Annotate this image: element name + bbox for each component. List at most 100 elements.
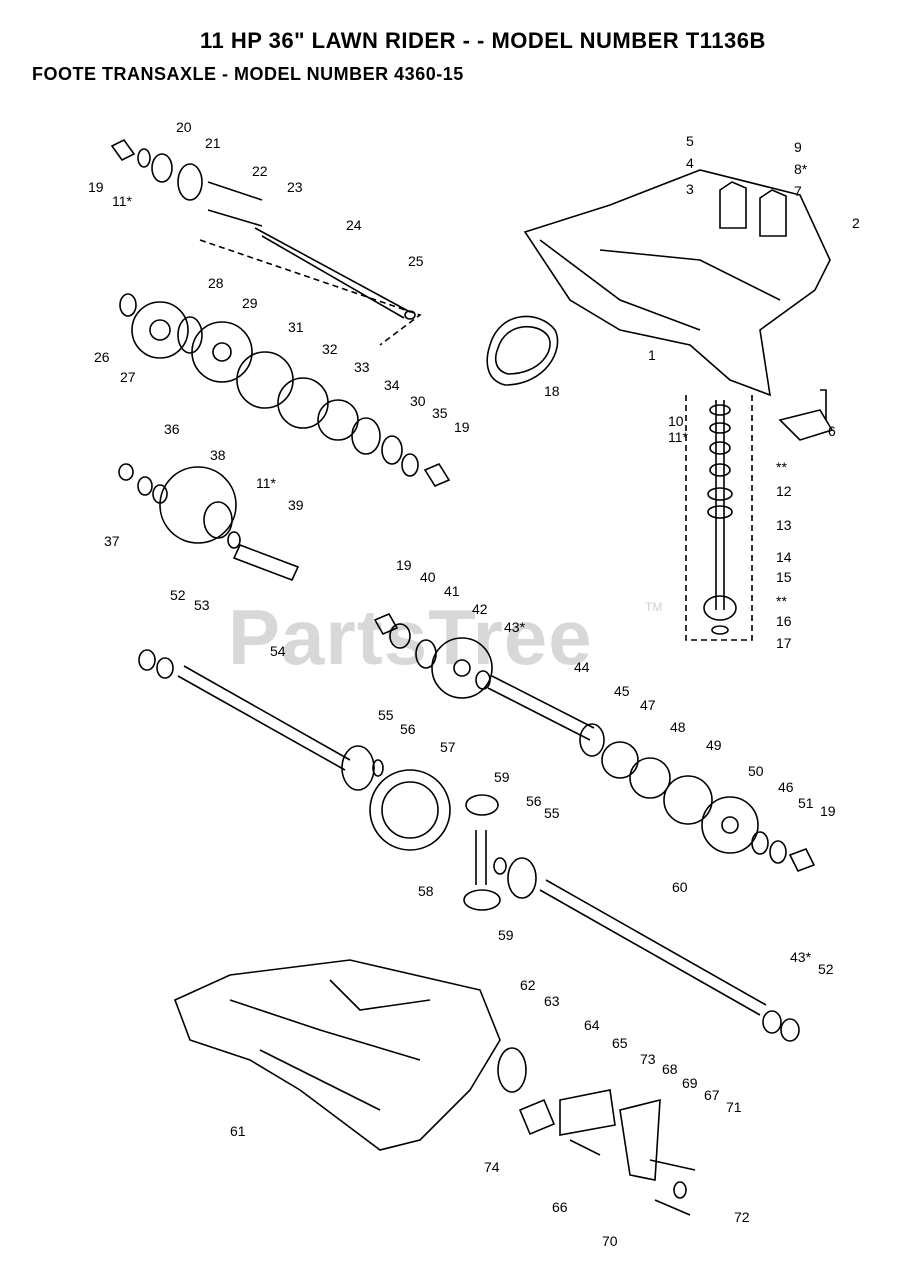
callout-label: 40 [420,569,436,585]
callout-label: 58 [418,883,434,899]
part-shaft-39 [232,543,300,582]
part-bracket-6 [778,389,834,441]
callout-label: 5 [686,133,694,149]
callout-label: ** [776,593,787,609]
callout-label: 55 [544,805,560,821]
callout-label: 66 [552,1199,568,1215]
callout-label: 6 [828,423,836,439]
part-plate-63 [497,1047,527,1093]
callout-label: 72 [734,1209,750,1225]
callout-label: 23 [287,179,303,195]
part-washer [137,148,151,168]
callout-label: 15 [776,569,792,585]
part-cluster-gear-38 [159,466,237,544]
callout-label: 1 [648,347,656,363]
part-spacer-28 [177,316,203,354]
callout-label: 73 [640,1051,656,1067]
callout-label: 7 [794,183,802,199]
part-fork-65 [559,1089,616,1136]
callout-label: 24 [346,217,362,233]
part-gear-48 [629,757,671,799]
callout-label: 18 [544,383,560,399]
callout-label: 22 [252,163,268,179]
part-pin-58 [475,830,487,885]
part-spring-66 [569,1139,601,1156]
callout-label: 54 [270,643,286,659]
callout-label: 44 [574,659,590,675]
part-bevel-55b [507,857,537,899]
callout-label: 47 [640,697,656,713]
callout-label: 28 [208,275,224,291]
callout-label: 48 [670,719,686,735]
part-gear-49 [663,775,713,825]
callout-label: 11* [668,429,689,445]
callout-label: 60 [672,879,688,895]
callout-label: 42 [472,601,488,617]
callout-label: 8* [794,161,808,177]
part-gear-45 [579,723,605,757]
part-shaft-24 [254,227,411,319]
callout-label: 50 [748,763,764,779]
part-shaft-54 [177,665,351,771]
callout-label: 53 [194,597,210,613]
callout-label: 26 [94,349,110,365]
callout-label: 25 [408,253,424,269]
callout-label: 70 [602,1233,618,1249]
callout-label: 17 [776,635,792,651]
part-keys-22 [207,181,263,227]
part-gear-29 [191,321,253,383]
part-gear-32 [277,377,329,429]
callout-label: 20 [176,119,192,135]
callout-label: 13 [776,517,792,533]
callout-label: 67 [704,1087,720,1103]
callout-label: 69 [682,1075,698,1091]
callout-label: 35 [432,405,448,421]
callout-label: 52 [170,587,186,603]
callout-label: 9 [794,139,802,155]
callout-label: 56 [526,793,542,809]
part-bearing [177,163,203,201]
callout-label: 32 [322,341,338,357]
part-washer-35 [401,453,419,477]
callout-label: 31 [288,319,304,335]
callout-label: 33 [354,359,370,375]
callout-label: 74 [484,1159,500,1175]
callout-label: 51 [798,795,814,811]
part-housing-61 [173,959,501,1151]
callout-label: 30 [410,393,426,409]
part-bevel-gear-16 [703,595,737,621]
part-lever-68 [619,1098,661,1181]
callout-label: 36 [164,421,180,437]
callout-label: ** [776,459,787,475]
part-bolt-72 [654,1199,691,1216]
part-gear-small [151,153,173,183]
callout-label: 63 [544,993,560,1009]
part-ring-gear-57 [369,769,451,851]
callout-label: 57 [440,739,456,755]
part-gear-47 [601,741,639,779]
callout-label: 59 [494,769,510,785]
callout-label: 11* [256,475,277,491]
part-bushing-19b [423,462,451,488]
callout-label: 21 [205,135,221,151]
part-gear-42 [431,637,493,699]
callout-label: 59 [498,927,514,943]
part-gear-31 [236,351,294,409]
callout-label: 49 [706,737,722,753]
part-pinion-59b [463,889,501,911]
callout-label: 55 [378,707,394,723]
callout-label: 34 [384,377,400,393]
callout-label: 56 [400,721,416,737]
callout-label: 4 [686,155,694,171]
callout-label: 11* [112,193,133,209]
part-gear-50 [701,796,759,854]
callout-label: 19 [88,179,104,195]
callout-label: 68 [662,1061,678,1077]
callout-label: 46 [778,779,794,795]
callout-label: 43* [790,949,812,965]
callout-label: 65 [612,1035,628,1051]
callout-label: 19 [820,803,836,819]
callout-label: 45 [614,683,630,699]
callout-label: 39 [288,497,304,513]
